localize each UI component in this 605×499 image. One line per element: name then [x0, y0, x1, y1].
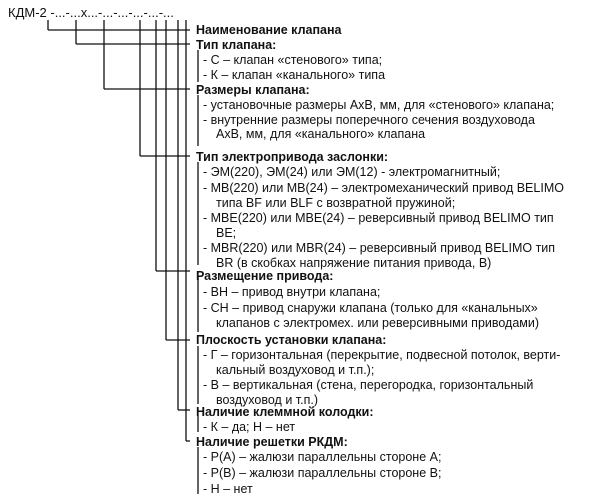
label-grille: Наличие решетки РКДМ: [196, 435, 348, 449]
option-type-k: - К – клапан «канального» типа [203, 68, 386, 82]
option-placement-vn: - ВН – привод внутри клапана; [203, 285, 381, 299]
option-size-duct: - внутренние размеры поперечного сечения… [203, 113, 535, 127]
option-drive-mv-cont: типа BF или BLF с возвратной пружиной; [216, 196, 456, 210]
option-plane-v-cont: воздуховод и т.п.) [216, 393, 318, 407]
label-mount-plane: Плоскость установки клапана: [196, 333, 387, 347]
option-placement-sn-cont: клапанов с электромех. или реверсивными … [216, 316, 540, 330]
option-size-wall: - установочные размеры АхВ, мм, для «сте… [203, 98, 555, 112]
label-drive-placement: Размещение привода: [196, 269, 334, 283]
option-drive-mve-cont: BE; [216, 226, 237, 240]
option-plane-v: - В – вертикальная (стена, перегородка, … [203, 378, 534, 392]
option-type-c: - С – клапан «стенового» типа; [203, 53, 383, 67]
option-drive-mve: - МВЕ(220) или МВЕ(24) – реверсивный при… [203, 211, 554, 225]
label-terminal-block: Наличие клеммной колодки: [196, 405, 374, 419]
option-size-duct-cont: АхВ, мм, для «канального» клапана [216, 127, 426, 141]
label-valve-name: Наименование клапана [196, 23, 342, 37]
option-drive-mbr-cont: BR (в скобках напряжение питания привода… [216, 256, 492, 270]
option-plane-g: - Г – горизонтальная (перекрытие, подвес… [203, 348, 561, 362]
label-valve-size: Размеры клапана: [196, 83, 310, 97]
option-grille-ra: - Р(А) – жалюзи параллельны стороне А; [203, 450, 442, 464]
option-terminal: - К – да; Н – нет [203, 420, 296, 434]
option-drive-em: - ЭМ(220), ЭМ(24) или ЭМ(12) - электрома… [203, 165, 501, 179]
option-drive-mbr: - MBR(220) или MBR(24) – реверсивный при… [203, 241, 556, 255]
option-grille-n: - Н – нет [203, 482, 253, 496]
option-grille-rb: - Р(В) – жалюзи параллельны стороне В; [203, 466, 442, 480]
product-code: КДМ-2 -...-...х...-...-...-...-...-... [8, 5, 174, 20]
label-valve-type: Тип клапана: [196, 38, 277, 52]
label-drive-type: Тип электропривода заслонки: [196, 150, 389, 164]
option-placement-sn: - СН – привод снаружи клапана (только дл… [203, 301, 538, 315]
option-plane-g-cont: кальный воздуховод и т.п.); [216, 363, 375, 377]
option-drive-mv: - МВ(220) или МВ(24) – электромеханическ… [203, 181, 564, 195]
